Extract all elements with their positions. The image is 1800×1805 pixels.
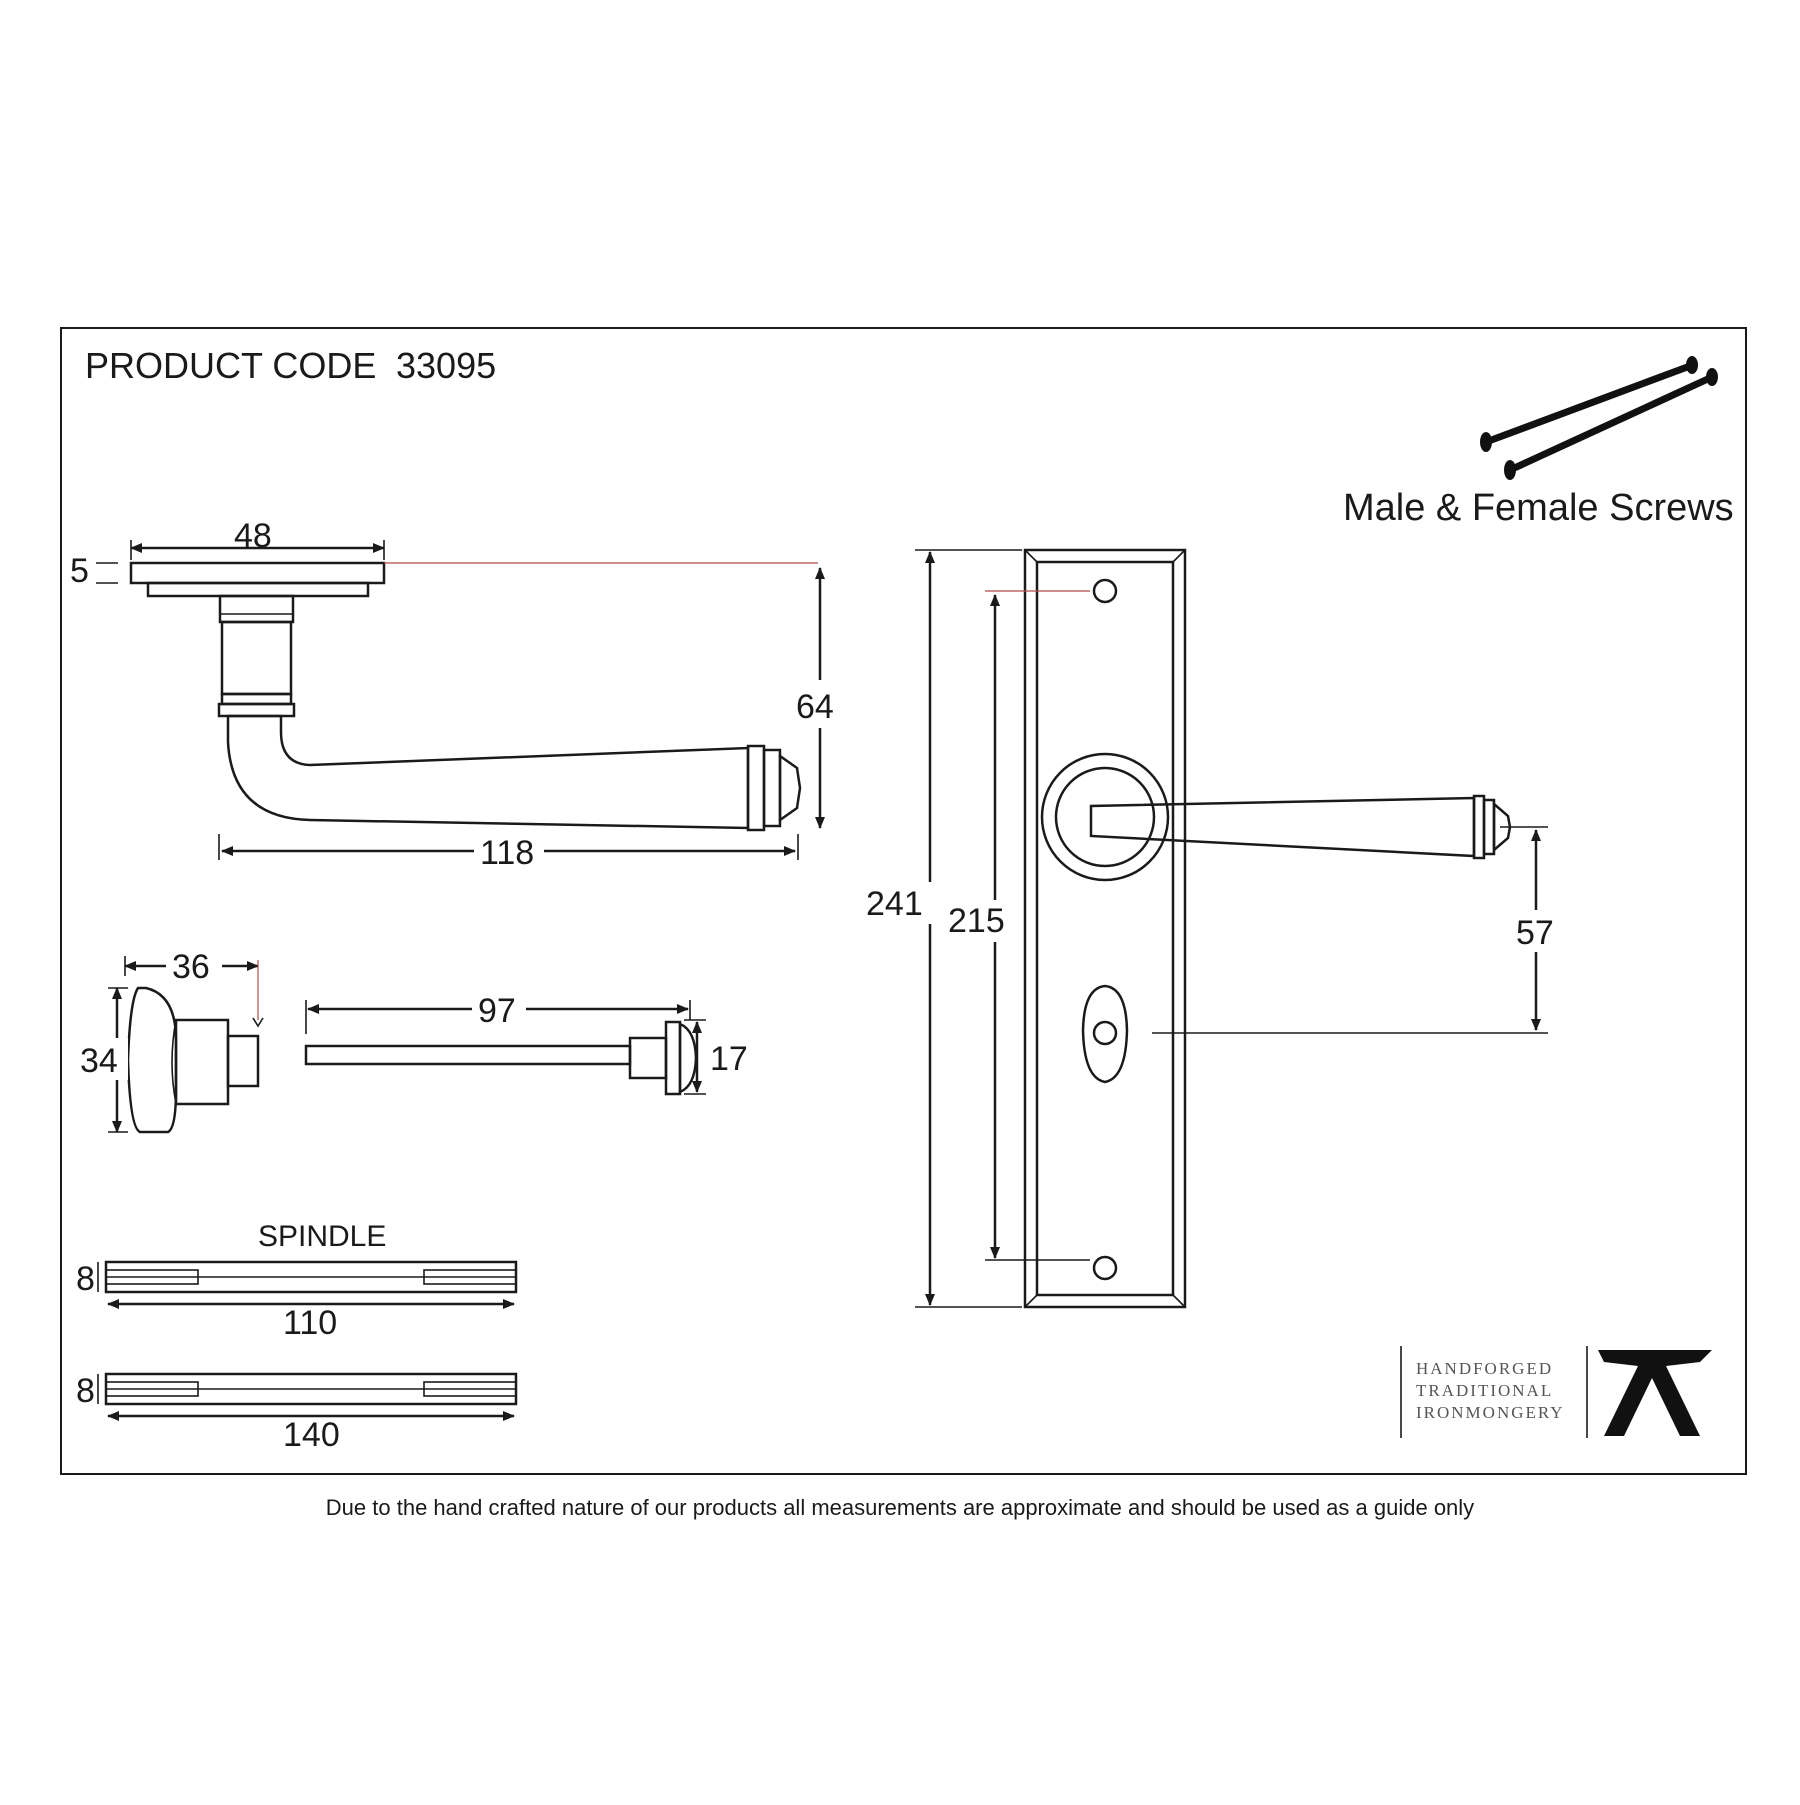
brand-line-1: HANDFORGED [1416,1359,1553,1378]
dim-plate-height: 241 [866,885,923,923]
screws-icon [1480,356,1718,480]
dim-lever-length: 118 [480,834,534,872]
product-code-value: 33095 [396,345,496,386]
dim-spindle-long-length: 140 [283,1416,340,1454]
product-code-label: PRODUCT CODE [85,345,376,386]
dim-turn-width: 36 [172,948,210,986]
thumb-turn [126,986,260,1134]
screws-label: Male & Female Screws [1343,487,1734,529]
disclaimer: Due to the hand crafted nature of our pr… [326,1495,1474,1520]
spindle-label: SPINDLE [258,1220,386,1253]
dim-lever-projection: 64 [796,688,834,726]
spindle-long [104,1372,518,1406]
dim-lever-to-turn: 57 [1516,914,1554,952]
dim-turn-height: 34 [80,1042,118,1080]
dim-spindle-short-length: 110 [283,1304,337,1342]
emergency-release [304,1020,698,1096]
brand-line-3: IRONMONGERY [1416,1403,1565,1422]
backplate-front-view [1023,548,1512,1309]
lever-side-view [129,561,802,832]
dim-spindle-short-section: 8 [76,1260,95,1298]
dim-rose-thickness: 5 [70,552,89,590]
spindle-short [104,1260,518,1294]
dim-rose-width: 48 [234,517,272,555]
dim-fixing-centres: 215 [948,902,1005,940]
dim-spindle-long-section: 8 [76,1372,95,1410]
dim-release-diameter: 17 [710,1040,748,1078]
anvil-logo-icon [1598,1350,1712,1436]
drawing-frame [60,327,1747,1475]
dim-release-length: 97 [478,992,516,1030]
brand-line-2: TRADITIONAL [1416,1381,1553,1400]
